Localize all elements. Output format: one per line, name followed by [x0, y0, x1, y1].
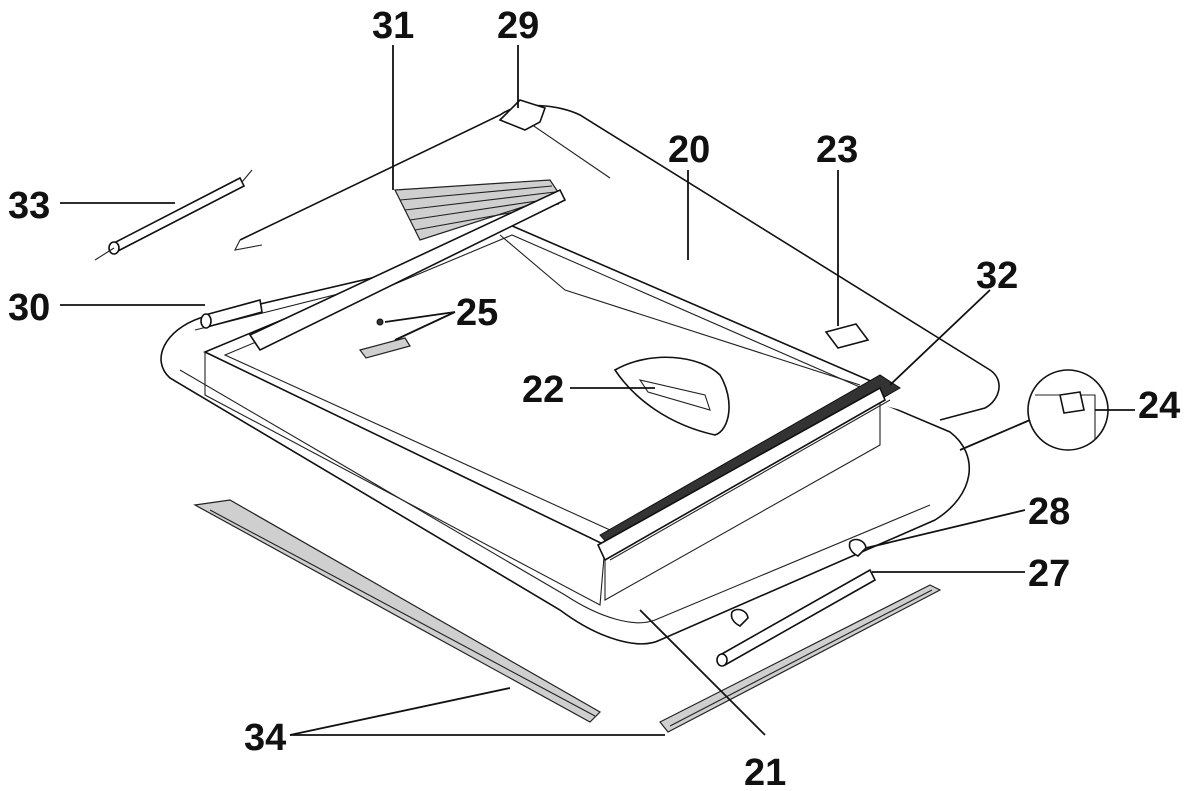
- label-34: 34: [244, 717, 286, 759]
- clip-parts-25: [358, 318, 411, 359]
- leader-lines: [60, 45, 1135, 736]
- label-21: 21: [744, 752, 786, 791]
- label-23: 23: [816, 129, 858, 171]
- spring-rod-33: [94, 169, 253, 261]
- label-27: 27: [1028, 553, 1070, 595]
- detail-bubble-24: [959, 369, 1109, 451]
- reference-numerals: 33 30 31 29 20 23 32 25 22 24 28 27 34 2…: [8, 5, 1180, 791]
- pleated-blind-31: [248, 179, 567, 352]
- leader-34a: [289, 687, 511, 736]
- label-31: 31: [372, 5, 414, 47]
- leader-25a: [384, 311, 456, 323]
- leader-21: [639, 609, 766, 736]
- screen-strips-34: [193, 499, 942, 733]
- light-tube-27: [716, 568, 877, 667]
- plate-23: [824, 323, 870, 349]
- leader-25b: [394, 311, 456, 341]
- clip-28: [730, 538, 867, 627]
- label-22: 22: [522, 369, 564, 411]
- corner-cap-29: [498, 99, 547, 131]
- leader-32: [889, 289, 991, 386]
- shade-rail-32: [596, 374, 901, 562]
- top-cover: [234, 99, 1000, 421]
- label-33: 33: [8, 185, 50, 227]
- label-20: 20: [668, 129, 710, 171]
- label-25: 25: [456, 292, 498, 334]
- roller-30: [200, 298, 263, 329]
- blind-rail: [248, 188, 567, 352]
- label-28: 28: [1028, 491, 1070, 533]
- label-24: 24: [1138, 385, 1180, 427]
- label-29: 29: [497, 5, 539, 47]
- label-30: 30: [8, 287, 50, 329]
- label-32: 32: [976, 255, 1018, 297]
- leader-28: [865, 509, 1026, 549]
